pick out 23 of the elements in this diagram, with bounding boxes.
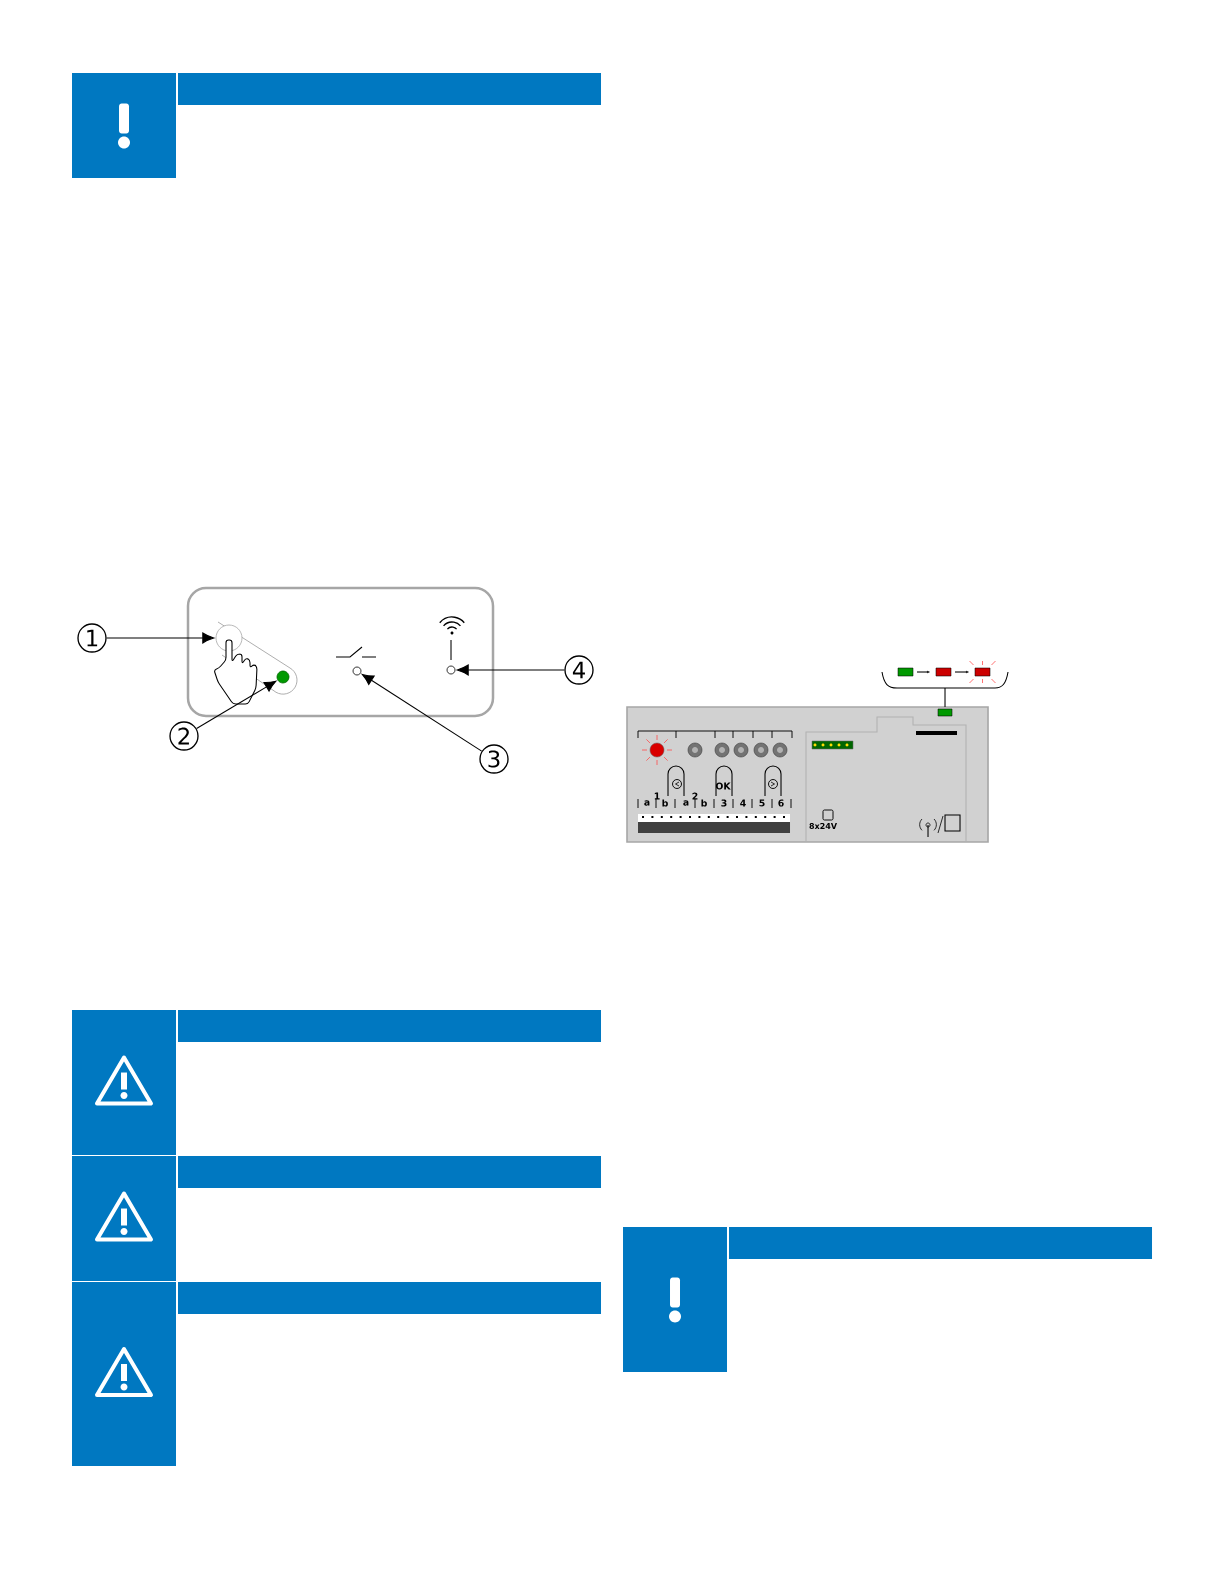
indicator-led	[352, 666, 362, 676]
terminal-label: 4	[740, 799, 746, 807]
indicator-led	[446, 665, 456, 675]
leader-line	[361, 673, 483, 752]
callout-number: 2	[169, 721, 199, 751]
terminal-label: OK	[715, 782, 731, 790]
terminal-label: 2	[692, 792, 698, 800]
leader-line	[456, 664, 565, 676]
leader-line	[196, 680, 277, 730]
callout-number: 4	[564, 655, 594, 685]
status-led	[276, 670, 290, 684]
leader-line	[106, 632, 215, 644]
terminal-label: b	[701, 799, 707, 807]
terminal-label: b	[662, 799, 668, 807]
callout-number: 3	[479, 744, 509, 774]
terminal-label: a	[683, 800, 689, 806]
terminal-label: 5	[759, 799, 765, 807]
callout-number: 1	[77, 623, 107, 653]
terminal-label: 3	[721, 799, 727, 807]
terminal-label: 8x24V	[809, 823, 837, 830]
terminal-label: 6	[778, 799, 784, 807]
terminal-label: 1	[654, 792, 660, 800]
terminal-label: a	[644, 800, 650, 806]
